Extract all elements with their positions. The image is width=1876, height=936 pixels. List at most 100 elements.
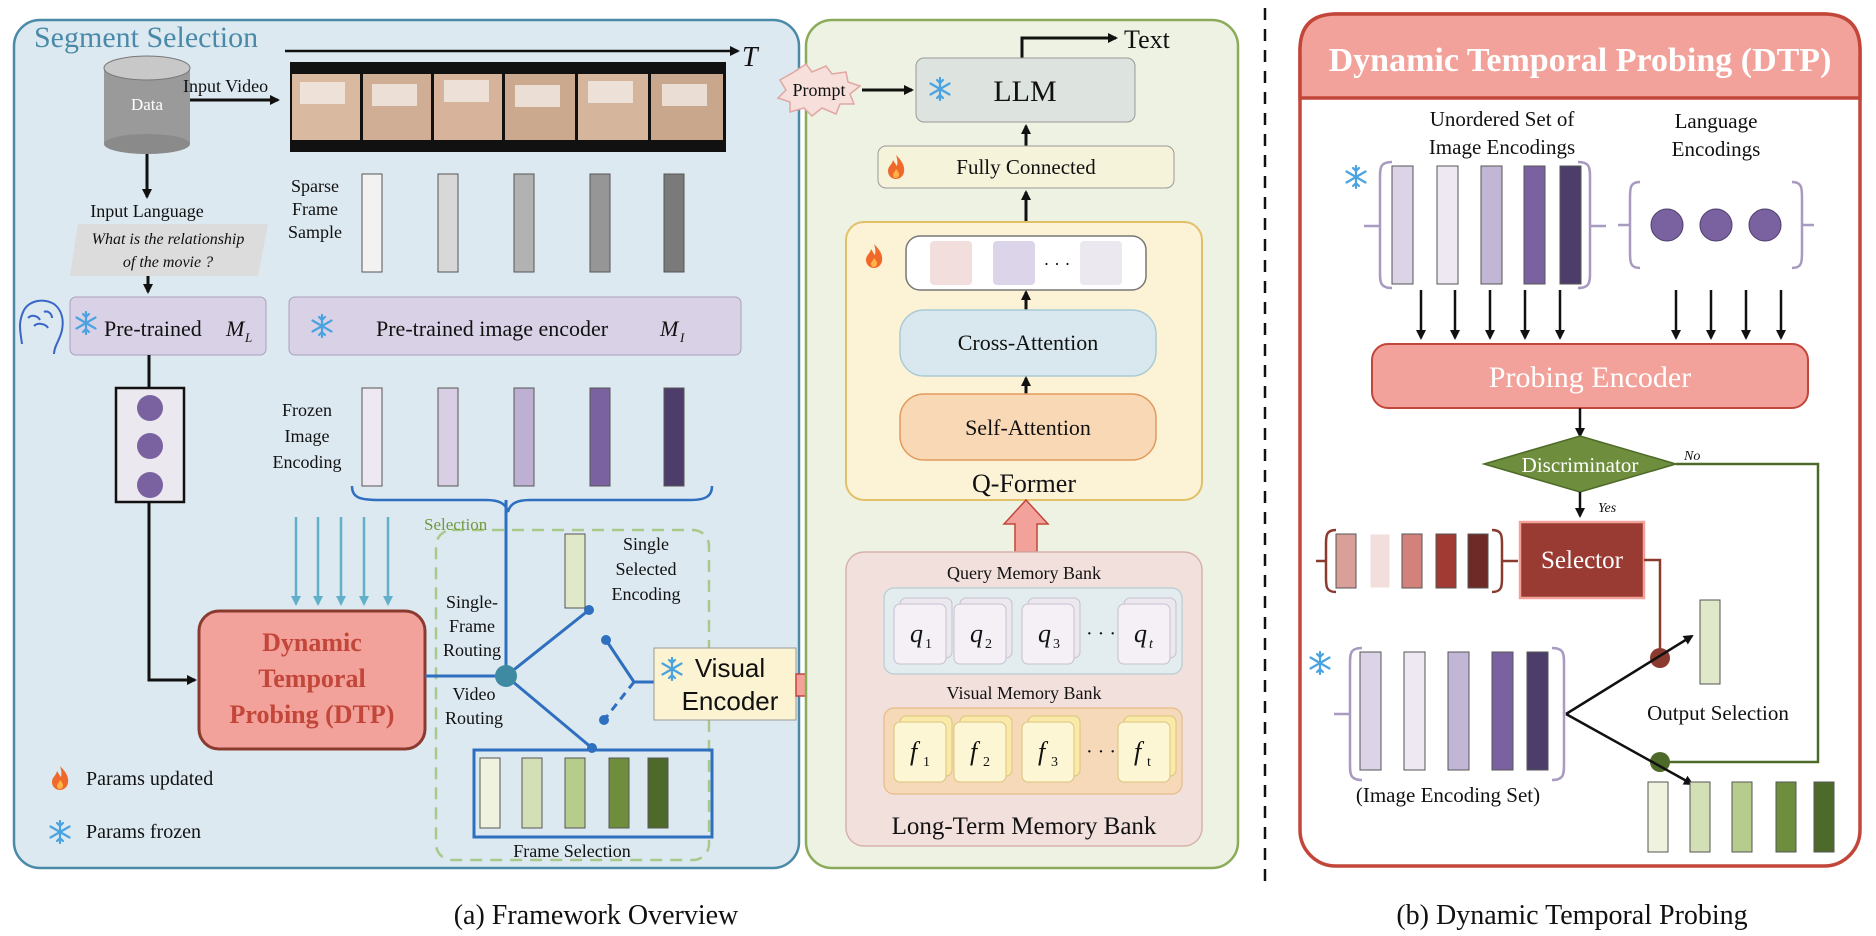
language-model-subscript: L xyxy=(244,330,252,345)
output-selection-label: Output Selection xyxy=(1647,701,1789,725)
dtp-panel-title: Dynamic Temporal Probing (DTP) xyxy=(1329,42,1832,79)
image-encoding-set-label: (Image Encoding Set) xyxy=(1356,783,1540,807)
routing-node xyxy=(495,665,517,687)
query-q3-sub: 3 xyxy=(1053,637,1060,652)
visual-f1: f xyxy=(910,737,921,766)
query-bank-label: Query Memory Bank xyxy=(947,563,1101,583)
encoding-set-brackets xyxy=(1334,646,1566,782)
output-frame-bars xyxy=(1647,781,1835,853)
dtp-panel-header xyxy=(1298,12,1862,100)
single-selected-2: Selected xyxy=(616,559,677,579)
selector-label: Selector xyxy=(1541,547,1624,574)
encoder-input-arrows xyxy=(1416,290,1786,340)
selector-output-line xyxy=(1644,558,1662,658)
selection-label: Selection xyxy=(424,515,488,534)
long-term-label: Long-Term Memory Bank xyxy=(892,813,1157,840)
no-label: No xyxy=(1683,449,1700,464)
prompt-starburst xyxy=(776,62,862,118)
query-q1: q xyxy=(910,619,923,648)
query-qt: q xyxy=(1134,619,1147,648)
prompt-label: Prompt xyxy=(792,80,845,100)
question-line-1: What is the relationship xyxy=(92,231,245,248)
visual-ft-sub: t xyxy=(1147,755,1151,770)
frame-selection-label: Frame Selection xyxy=(513,841,630,861)
sparse-frame-bars xyxy=(361,173,685,273)
time-axis-label: T xyxy=(742,42,760,73)
query-ellipsis: · · · xyxy=(1086,623,1116,645)
output-arrows xyxy=(1565,634,1694,786)
input-video-filmstrip xyxy=(290,62,726,152)
query-q3: q xyxy=(1038,619,1051,648)
discriminator-label: Discriminator xyxy=(1522,453,1639,477)
visual-bank-label: Visual Memory Bank xyxy=(947,683,1102,703)
encoding-input-arrows xyxy=(291,517,393,606)
caption-framework-overview: (a) Framework Overview xyxy=(454,900,739,931)
visual-f1-sub: 1 xyxy=(923,755,930,770)
fully-connected-label: Fully Connected xyxy=(956,155,1096,179)
selector-input-bars xyxy=(1335,533,1489,589)
single-frame-routing-1: Single- xyxy=(446,592,498,612)
sparse-label-3: Sample xyxy=(288,222,342,242)
data-cylinder-icon xyxy=(103,55,191,154)
single-selected-1: Single xyxy=(623,534,669,554)
routing-lines xyxy=(425,500,654,750)
probing-encoder-label: Probing Encoder xyxy=(1489,361,1691,394)
no-branch-line xyxy=(1662,462,1820,764)
query-q2: q xyxy=(970,619,983,648)
language-encoding-brackets xyxy=(1618,180,1814,270)
language-encodings-label-1: Language xyxy=(1675,109,1758,133)
unordered-label-1: Unordered Set of xyxy=(1430,107,1575,131)
self-attention-label: Self-Attention xyxy=(965,415,1091,440)
frame-selection-bars xyxy=(479,757,669,829)
query-q1-sub: 1 xyxy=(925,637,932,652)
pretrained-language-model xyxy=(69,296,267,356)
llm-label: LLM xyxy=(993,75,1056,108)
query-qt-sub: t xyxy=(1149,637,1154,652)
unordered-image-bars xyxy=(1391,165,1582,285)
brain-head-icon xyxy=(19,299,64,355)
cross-attention-label: Cross-Attention xyxy=(958,330,1099,355)
question-line-2: of the movie ? xyxy=(123,254,213,271)
encoding-set-bars xyxy=(1359,651,1549,771)
params-frozen-label: Params frozen xyxy=(86,821,201,843)
frozen-image-encoding-bars xyxy=(361,387,685,487)
image-encoder-subscript: I xyxy=(679,330,685,345)
selection-region xyxy=(434,528,711,862)
caption-dynamic-temporal-probing: (b) Dynamic Temporal Probing xyxy=(1396,900,1747,931)
selector-input-brackets xyxy=(1316,528,1518,594)
single-frame-routing-3: Routing xyxy=(443,640,501,660)
frame-selection-box xyxy=(472,748,714,839)
visual-encoder-label-2: Encoder xyxy=(682,686,779,716)
frozen-label-1: Frozen xyxy=(282,400,332,420)
video-routing-2: Routing xyxy=(445,708,503,728)
segment-selection-title: Segment Selection xyxy=(34,21,258,54)
memory-to-qformer-arrow xyxy=(1002,498,1050,553)
question-box xyxy=(70,224,268,276)
visual-f2-sub: 2 xyxy=(983,755,990,770)
visual-f3-sub: 3 xyxy=(1051,755,1058,770)
query-cards xyxy=(893,597,1177,665)
query-q2-sub: 2 xyxy=(985,637,992,652)
dtp-label-2: Temporal xyxy=(258,664,365,693)
data-label: Data xyxy=(131,95,164,114)
language-encoding-dots xyxy=(1650,208,1782,242)
visual-encoder xyxy=(653,647,797,721)
frozen-label-3: Encoding xyxy=(273,452,342,472)
qformer-label: Q-Former xyxy=(972,469,1076,498)
input-video-label: Input Video xyxy=(183,76,268,96)
visual-encoder-label-1: Visual xyxy=(695,653,765,683)
text-output-label: Text xyxy=(1124,25,1171,54)
frozen-encoding-brace xyxy=(350,485,714,513)
pretrained-language-label: Pre-trained xyxy=(104,316,202,341)
language-encodings-label-2: Encodings xyxy=(1672,137,1761,161)
fully-connected-box xyxy=(877,145,1175,189)
sparse-label-2: Frame xyxy=(292,199,338,219)
visual-f3: f xyxy=(1038,737,1049,766)
single-output-bar xyxy=(1699,599,1721,685)
yes-label: Yes xyxy=(1598,501,1617,516)
pretrained-image-encoder xyxy=(288,296,742,356)
token-ellipsis: · · · xyxy=(1044,254,1071,274)
input-language-label: Input Language xyxy=(90,201,203,221)
dtp-module xyxy=(197,609,427,751)
frozen-label-2: Image xyxy=(285,426,330,446)
